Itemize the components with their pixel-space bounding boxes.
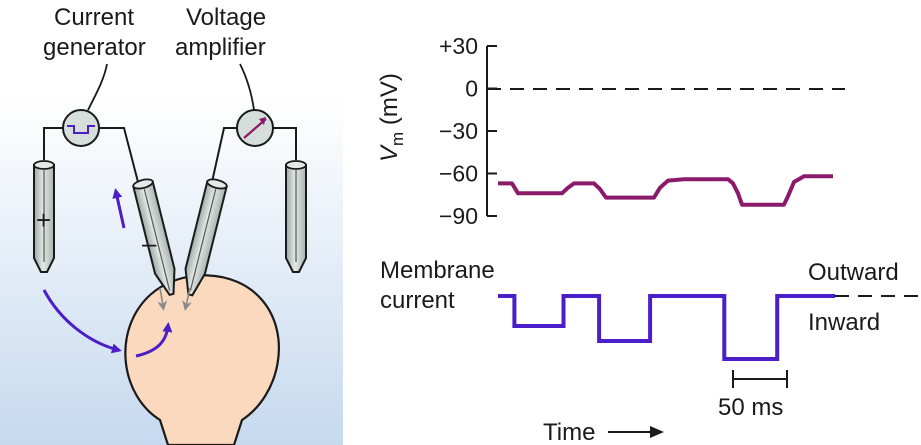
current-flow-arrow-curve-inner xyxy=(135,322,173,358)
label-leader-current xyxy=(87,63,108,111)
voltage-y-tick-label: −30 xyxy=(439,118,478,144)
voltage-y-tick-label: 0 xyxy=(465,76,478,102)
voltage-y-ticks: +30 0 −30 −60 −90 xyxy=(439,33,497,229)
voltage-microelectrode xyxy=(184,178,228,297)
tip-arrow-right xyxy=(182,287,192,311)
current-flow-arrow-curve-outer xyxy=(42,289,122,354)
wire-voltage-amplifier xyxy=(211,127,297,183)
electrode-plus-sign: + xyxy=(36,205,51,235)
tip-arrow-left xyxy=(157,287,168,311)
voltage-plot: +30 0 −30 −60 −90 Vm (mV) xyxy=(376,33,845,229)
label-amplifier: amplifier xyxy=(175,34,266,61)
voltage-y-tick-label: −60 xyxy=(439,161,478,187)
voltage-trace xyxy=(498,174,833,207)
label-current: Current xyxy=(54,4,134,31)
y-label-var: V xyxy=(376,144,403,162)
membrane-label: Membrane xyxy=(380,257,495,284)
label-generator: generator xyxy=(43,34,146,61)
current-plot: Membrane current Outward Inward 50 ms Ti… xyxy=(380,257,921,445)
neuron-cell xyxy=(124,274,280,445)
current-microelectrode xyxy=(132,178,176,296)
y-label-sub: m xyxy=(388,132,407,146)
inward-label: Inward xyxy=(808,309,880,336)
voltage-y-tick-label: −90 xyxy=(439,203,478,229)
current-pulse-icon xyxy=(67,125,95,134)
electrode-positive-top xyxy=(33,160,55,170)
current-trace xyxy=(498,294,835,361)
wire-current-generator xyxy=(43,127,139,183)
outward-label: Outward xyxy=(808,259,899,286)
label-voltage: Voltage xyxy=(186,4,266,31)
scale-bar-label: 50 ms xyxy=(718,394,783,421)
label-leader-voltage xyxy=(239,63,255,111)
time-label: Time xyxy=(543,419,595,445)
scale-bar xyxy=(732,370,788,388)
voltage-y-tick-label: +30 xyxy=(439,33,478,59)
electrode-minus-sign: – xyxy=(142,228,157,258)
current-label: current xyxy=(380,287,455,314)
current-generator-meter xyxy=(62,109,100,147)
voltage-y-axis-label: Vm (mV) xyxy=(376,73,407,162)
current-flow-arrow-up xyxy=(112,188,126,229)
voltmeter-needle-tip xyxy=(259,117,266,125)
electrode-reference-top xyxy=(285,160,307,170)
y-label-unit: (mV) xyxy=(376,73,403,132)
